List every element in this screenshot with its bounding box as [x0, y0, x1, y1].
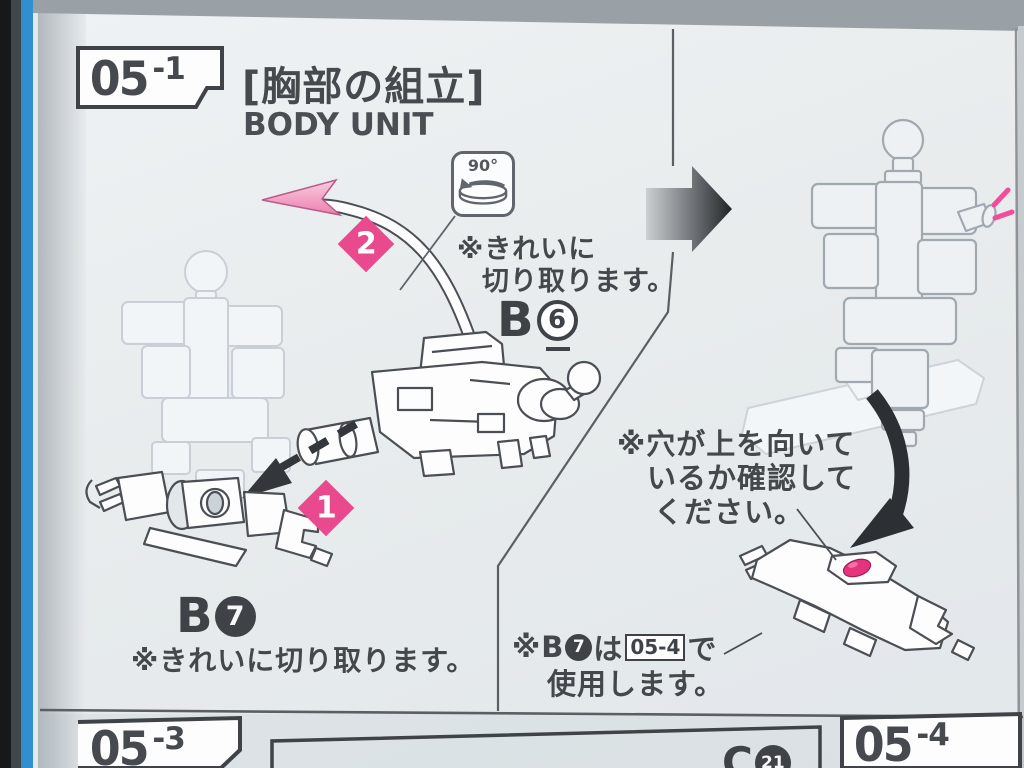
- part-label-b7: B 7: [176, 592, 256, 640]
- page-edge-blue-band: [21, 0, 33, 768]
- hole-highlight: [842, 558, 872, 578]
- usage-circled-7: 7: [565, 633, 593, 661]
- page-right-edge: [1014, 26, 1024, 768]
- page-title-jp: [胸部の組立]: [242, 64, 486, 110]
- emphasis-marks: [991, 187, 1015, 221]
- arrow-place-down: [850, 389, 914, 548]
- step-sub: -1: [152, 51, 185, 87]
- note-b7-usage-line1: ※B 7 は 05-4 で: [512, 626, 717, 668]
- step-05-3-sub: -3: [152, 721, 185, 757]
- note-cut-b6-line1: ※きれいに: [457, 234, 597, 265]
- rotation-badge: 90°: [451, 151, 515, 217]
- arrow-transition-right: [646, 166, 732, 252]
- note-hole-line3: ください。: [654, 495, 805, 529]
- illustration-b7-placed: [738, 538, 976, 662]
- step-05-3-box: [77, 715, 242, 768]
- usage-7: 7: [572, 636, 585, 657]
- illustration-b6-part: [296, 330, 602, 478]
- rotation-leader-line: [399, 215, 456, 291]
- usage-de: で: [687, 632, 718, 666]
- photo-top-band: [33, 0, 1024, 31]
- rotation-cylinder-icon: [458, 178, 508, 205]
- step-2-number: 2: [355, 226, 377, 261]
- part-b6-number-underline: [546, 347, 570, 351]
- usage-ref-05-4: 05-4: [625, 633, 686, 661]
- step-main: 05: [89, 52, 150, 107]
- step-05-4-box: [840, 711, 1022, 768]
- illustration-ghost-body: [121, 250, 291, 513]
- note-cut-b7: ※きれいに切り取ります。: [131, 644, 476, 677]
- part-label-b6: B 6: [497, 296, 578, 344]
- part-b6-letter: B: [497, 292, 534, 348]
- note-hole-line1: ※穴が上を向いて: [617, 427, 856, 461]
- part-c-circled-number: 21: [754, 745, 791, 768]
- note-cut-b6-line2: 切り取ります。: [482, 266, 676, 297]
- page-edge-light: [33, 0, 38, 768]
- part-c-letter: C: [722, 738, 753, 768]
- part-b6-number: 6: [548, 305, 567, 335]
- step-05-3-main: 05: [89, 722, 150, 768]
- photo-edge-black: [0, 0, 11, 768]
- usage-pre: ※B: [512, 630, 565, 664]
- photo-edge-gray: [11, 0, 21, 768]
- usage-wa: は: [593, 632, 624, 666]
- note-hole-line2: いるか確認して: [647, 461, 857, 495]
- step-number-05-3: 05 -3: [88, 721, 186, 768]
- step-number-05-1: 05 -1: [88, 51, 186, 107]
- step-1-number: 1: [315, 490, 337, 525]
- part-b7-letter: B: [176, 588, 213, 644]
- part-b7-circled-number: 7: [214, 595, 256, 637]
- arrow-step1-dashed: [242, 420, 359, 498]
- step-number-05-4: 05 -4: [852, 717, 950, 768]
- hole-leader-line: [796, 508, 837, 561]
- page-title-en: BODY UNIT: [243, 107, 434, 143]
- step-05-1-box: [76, 46, 224, 109]
- next-panel-frame: [270, 725, 822, 768]
- part-label-c21: C 21: [722, 742, 791, 768]
- arrow-step2-curved: [261, 178, 477, 341]
- step-05-4-sub: -4: [916, 717, 949, 753]
- part-b6-circled-number: 6: [536, 299, 578, 341]
- part-c-number: 21: [760, 752, 785, 768]
- illustration-b7-part: [85, 470, 334, 568]
- usage-leader-line: [723, 632, 763, 655]
- part-b7-number: 7: [225, 600, 245, 632]
- page-binding-shadow: [38, 0, 86, 768]
- rotation-degrees-label: 90°: [467, 156, 499, 175]
- note-b7-usage-line2: 使用します。: [547, 667, 725, 701]
- step-05-4-main: 05: [853, 718, 914, 768]
